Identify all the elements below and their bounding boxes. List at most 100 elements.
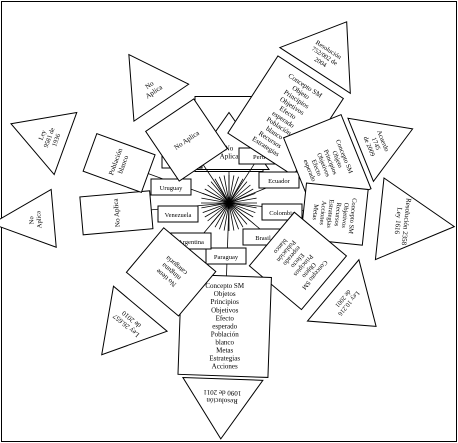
hub-ray: [228, 202, 248, 225]
category-box: [144, 98, 229, 182]
category-box: [79, 190, 154, 236]
country-label-box: [157, 205, 199, 223]
country-name: Brasil: [255, 235, 271, 242]
hub-ray: [228, 202, 244, 228]
category-text: Estrategias: [209, 355, 240, 363]
category-text: Metas: [216, 347, 233, 355]
category-box: [125, 227, 217, 317]
hub-ray: [214, 178, 230, 204]
hub-ray: [207, 184, 230, 204]
hub-ray: [204, 188, 230, 204]
country-label-venezuela: Venezuela: [157, 205, 199, 223]
hub-ray: [207, 202, 230, 222]
country-name: Paraguay: [214, 254, 239, 261]
hub-ray: [202, 202, 230, 213]
hub-ray: [228, 202, 254, 218]
category-text: Objetos: [214, 290, 236, 298]
hub-ray: [214, 202, 230, 228]
hub-ray: [228, 202, 239, 230]
law-text: No: [225, 145, 234, 153]
country-label-uruguay: Uruguay: [150, 178, 192, 196]
hub-ray: [223, 202, 230, 231]
category-text: Acciones: [318, 200, 328, 225]
category-text: Efecto: [216, 314, 235, 322]
hub-ray: [228, 178, 244, 204]
hub-ray: [228, 202, 235, 231]
hub-ray: [228, 188, 254, 204]
arrow-triangle: [181, 376, 264, 440]
category-box: [177, 273, 272, 378]
category-text: Concepto SM: [205, 282, 244, 290]
category-box: [300, 182, 369, 246]
category-text: Recursos: [333, 202, 343, 227]
hub-ray: [201, 197, 230, 204]
hub-ray: [228, 175, 235, 204]
hub-ray: [228, 197, 257, 204]
arrow-triangle: [0, 188, 57, 249]
country-label-paraguay: Paraguay: [205, 247, 247, 265]
law-text: Ley: [38, 129, 48, 142]
hub-ray: [228, 202, 251, 222]
category-text: Población: [211, 330, 239, 338]
category-text: esperado: [212, 322, 237, 330]
arrow-triangle: [278, 21, 351, 95]
hub-ray: [228, 202, 257, 209]
category-text: Principios: [211, 298, 240, 306]
law-text: 1936: [51, 132, 62, 147]
country-name: Colombia: [269, 210, 295, 217]
hub-ray: [201, 202, 230, 209]
category-box-paraguay: Concepto SMObjetosPrincipiosObjetivosEfe…: [177, 273, 272, 378]
category-text: Objetivos: [211, 306, 238, 314]
category-box: [82, 132, 156, 194]
law-text: Aplica: [220, 153, 240, 161]
category-text: Concepto SM: [347, 198, 358, 235]
law-text: Aplica: [35, 211, 43, 229]
arrow-triangle: [128, 53, 190, 123]
hub-ray: [223, 175, 230, 204]
hub-ray: [228, 181, 248, 204]
hub-ray: [228, 176, 239, 204]
category-box-colombia: Concepto SMObjetivosRecursosEstrategiasA…: [300, 182, 369, 246]
spoke-line: [199, 159, 230, 204]
law-text: 1090 de 2011: [203, 388, 242, 397]
hub-ray: [228, 184, 251, 204]
country-label-box: [150, 178, 192, 196]
category-box-venezuela: No Aplica: [79, 190, 154, 236]
category-text: Metas: [311, 204, 320, 221]
country-name: Uruguay: [160, 185, 183, 192]
country-label-ecuador: Ecuador: [258, 171, 300, 189]
hub-ray: [202, 193, 230, 204]
country-name: Ecuador: [268, 178, 290, 185]
arrow-triangle: [306, 258, 377, 327]
hub-ray: [204, 202, 230, 218]
law-text: Ley 1616: [393, 207, 404, 235]
hub-ray: [210, 202, 230, 225]
law-text: Resolución: [206, 396, 238, 405]
law-text: No: [28, 216, 36, 225]
category-box-brasil: Concepto SMObjetoPrincipiosEfectoesperad…: [248, 211, 348, 311]
arrow-triangle: [10, 111, 78, 176]
category-box-bolivia: No Aplica: [144, 98, 229, 182]
arrow-triangle: [347, 117, 414, 183]
category-box: [248, 211, 348, 311]
arrow-triangle: [374, 177, 456, 261]
country-name: Argentina: [178, 239, 204, 246]
category-text: Estrategias: [325, 199, 335, 229]
